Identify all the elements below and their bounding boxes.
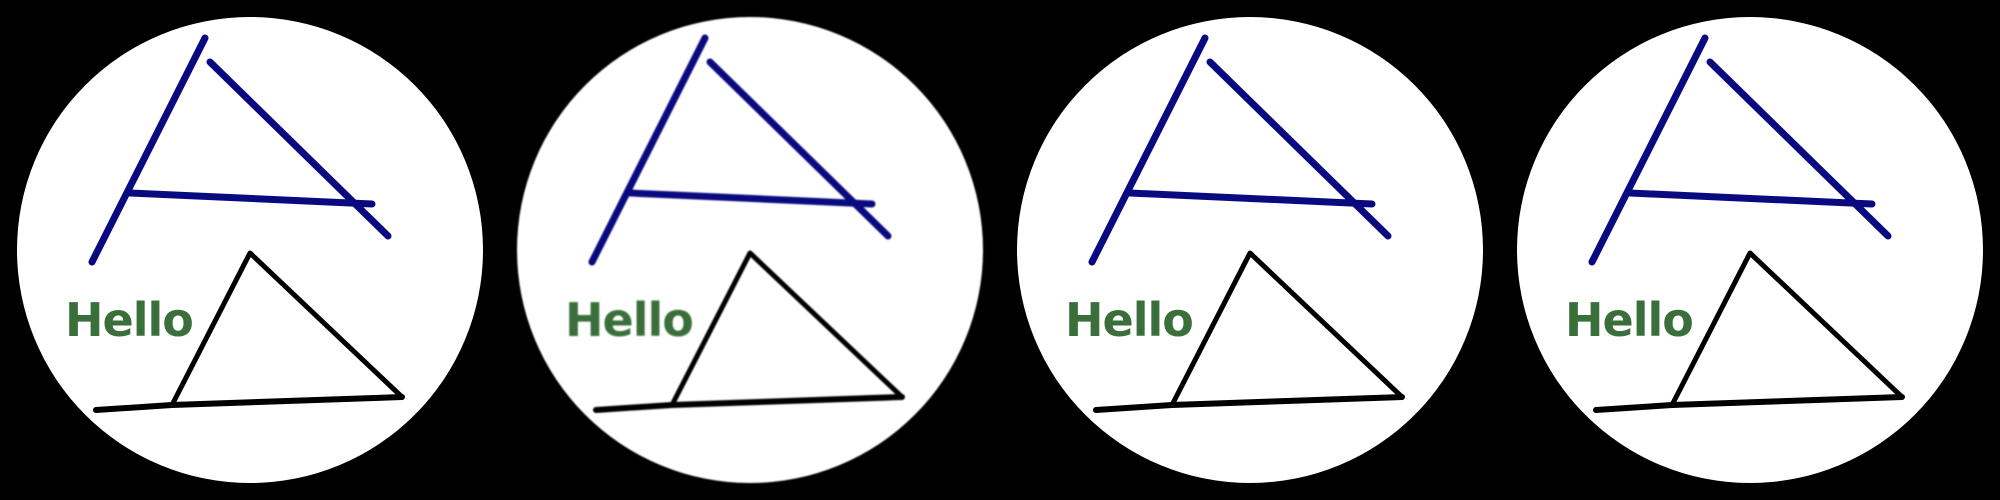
black-triangle: [169, 250, 404, 407]
panel-2-drawing: [517, 17, 983, 483]
white-disc: [1517, 17, 1983, 483]
white-disc: [1017, 17, 1483, 483]
hello-label: Hello: [1065, 293, 1194, 347]
blue-crossbar-stroke: [126, 189, 376, 208]
blue-left-stroke: [1588, 34, 1709, 266]
panel-3: Hello: [1000, 0, 1500, 500]
blue-left-stroke: [88, 34, 209, 266]
black-triangle: [669, 250, 904, 407]
panel-1-drawing: [17, 17, 483, 483]
blue-crossbar-stroke: [626, 189, 876, 208]
blue-left-stroke: [588, 34, 709, 266]
blue-crossbar-stroke: [1126, 189, 1376, 208]
panel-2: Hello: [500, 0, 1000, 500]
panel-4: Hello: [1500, 0, 2000, 500]
white-disc: [517, 17, 983, 483]
black-triangle: [1669, 250, 1904, 407]
panel-3-drawing: [1017, 17, 1483, 483]
panel-1: Hello: [0, 0, 500, 500]
white-disc: [17, 17, 483, 483]
black-triangle: [1169, 250, 1404, 407]
blue-left-stroke: [1088, 34, 1209, 266]
blue-right-stroke: [1706, 58, 1892, 240]
blue-right-stroke: [1206, 58, 1392, 240]
blue-right-stroke: [706, 58, 892, 240]
blue-crossbar-stroke: [1626, 189, 1876, 208]
hello-label: Hello: [1565, 293, 1694, 347]
panel-4-drawing: [1517, 17, 1983, 483]
hello-label: Hello: [65, 293, 194, 347]
blue-right-stroke: [206, 58, 392, 240]
hello-label: Hello: [565, 293, 694, 347]
